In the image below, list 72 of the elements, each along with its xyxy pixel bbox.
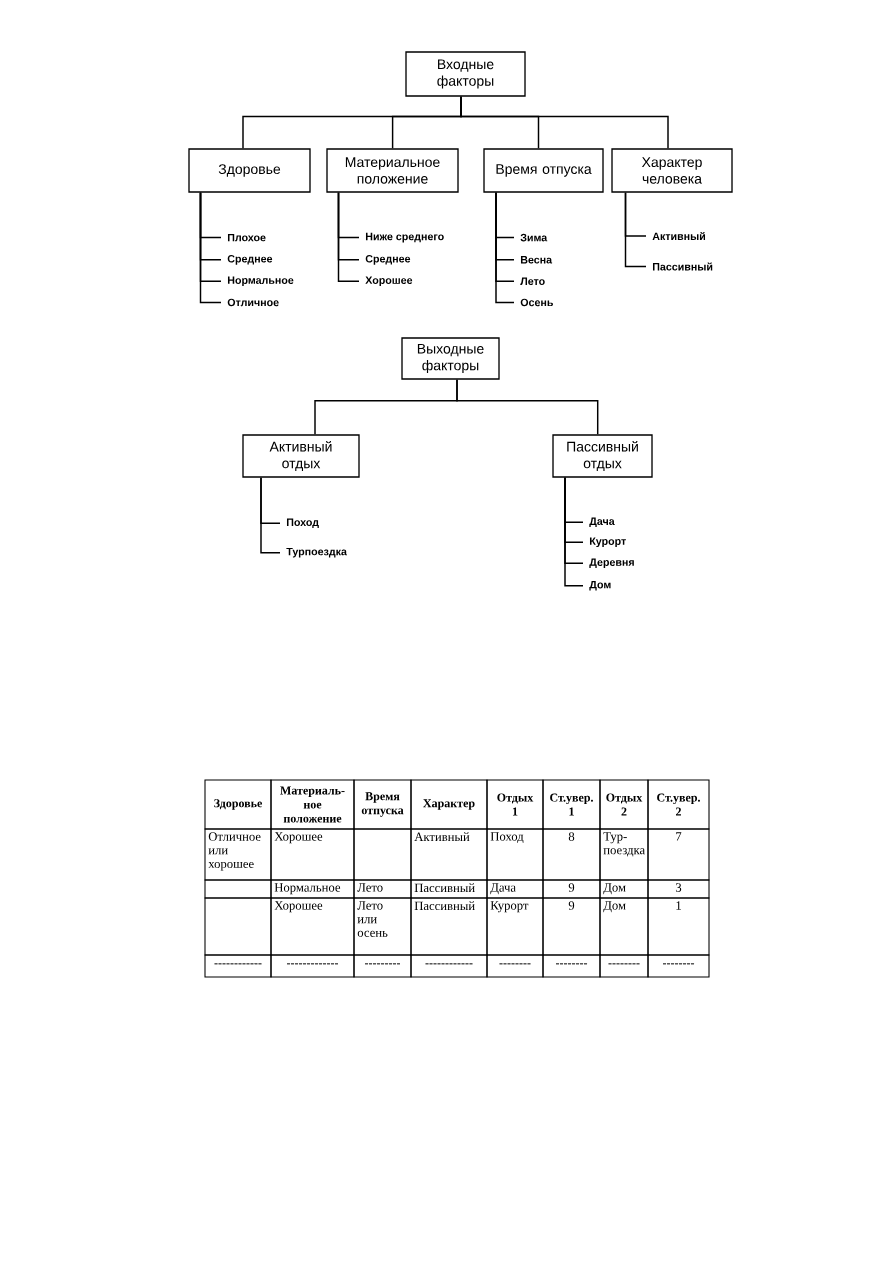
connector-line [337,191,360,283]
table-cell: Хорошее [270,828,355,881]
table-cell: 9 [542,897,601,956]
table-cell: 8 [542,828,601,881]
table-cell: 3 [647,879,710,899]
table-cell: Пассивный [410,879,488,899]
table-cell: Отличное или хорошее [204,828,272,881]
item-label: Плохое [228,233,266,242]
connector-line [456,378,599,436]
item-label: Ниже среднего [366,232,444,243]
item-label: Хорошее [365,276,413,287]
factor-box: Здоровье [188,148,311,193]
header-cell: Время отпуска [353,779,412,830]
item-label: Зима [520,233,548,242]
item-label: Весна [521,256,553,264]
header-cell: Материаль- ное положение [270,779,355,830]
table-cell: Дача [486,879,544,899]
table-cell: Лето или осень [353,897,412,956]
item-label: Курорт [590,537,626,548]
factor-box: Выходные факторы [401,337,500,380]
table-cell: ------------- [270,954,355,978]
header-cell: Отдых 2 [599,779,649,830]
table-cell: ------------ [204,954,272,978]
factor-box: Входные факторы [405,51,526,97]
item-label: Поход [287,518,319,529]
table-cell: Курорт [486,897,544,956]
table-cell: Дом [599,897,649,956]
header-cell: Здоровье [204,779,272,830]
item-label: Дом [589,580,611,591]
factor-box: Время отпуска [483,148,604,193]
item-label: Пассивный [653,262,713,271]
item-label: Отличное [227,298,279,307]
header-cell: Ст.увер. 2 [647,779,710,830]
item-label: Активный [652,232,705,240]
table-cell: 1 [647,897,710,956]
item-label: Осень [520,298,553,307]
factor-box: Активный отдых [242,434,360,478]
table-cell: 9 [542,879,601,899]
table-cell: Пассивный [410,897,488,956]
item-label: Нормальное [228,276,294,287]
table-cell: Нормальное [270,879,355,899]
table-cell: Тур- поездка [599,828,649,881]
factor-box: Пассивный отдых [552,434,653,478]
table-cell: Активный [410,828,488,881]
header-cell: Ст.увер. 1 [542,779,601,830]
table-cell: Хорошее [270,897,355,956]
table-cell: Поход [486,828,544,881]
item-label: Турпоездка [286,547,347,558]
connector-line [624,191,647,268]
table-cell: -------- [647,954,710,978]
item-label: Лето [520,277,545,286]
factor-box: Материальное положение [326,148,459,193]
table-cell: Дом [599,879,649,899]
table-cell: -------- [599,954,649,978]
table-cell: ------------ [410,954,488,978]
table-cell: -------- [486,954,544,978]
item-label: Деревня [589,558,634,569]
table-cell: Лето [353,879,412,899]
connector-line [460,95,669,150]
connector-line [199,191,222,304]
factor-box: Характер человека [611,148,733,193]
item-label: Среднее [365,255,411,265]
header-cell: Отдых 1 [486,779,544,830]
header-cell: Характер [410,779,488,830]
table-cell: 7 [647,828,710,881]
item-label: Среднее [227,255,273,265]
table-cell: --------- [353,954,412,978]
connector-line [564,476,584,587]
connector-line [260,476,281,554]
connector-line [495,191,515,304]
table-cell: -------- [542,954,601,978]
item-label: Дача [589,517,615,528]
